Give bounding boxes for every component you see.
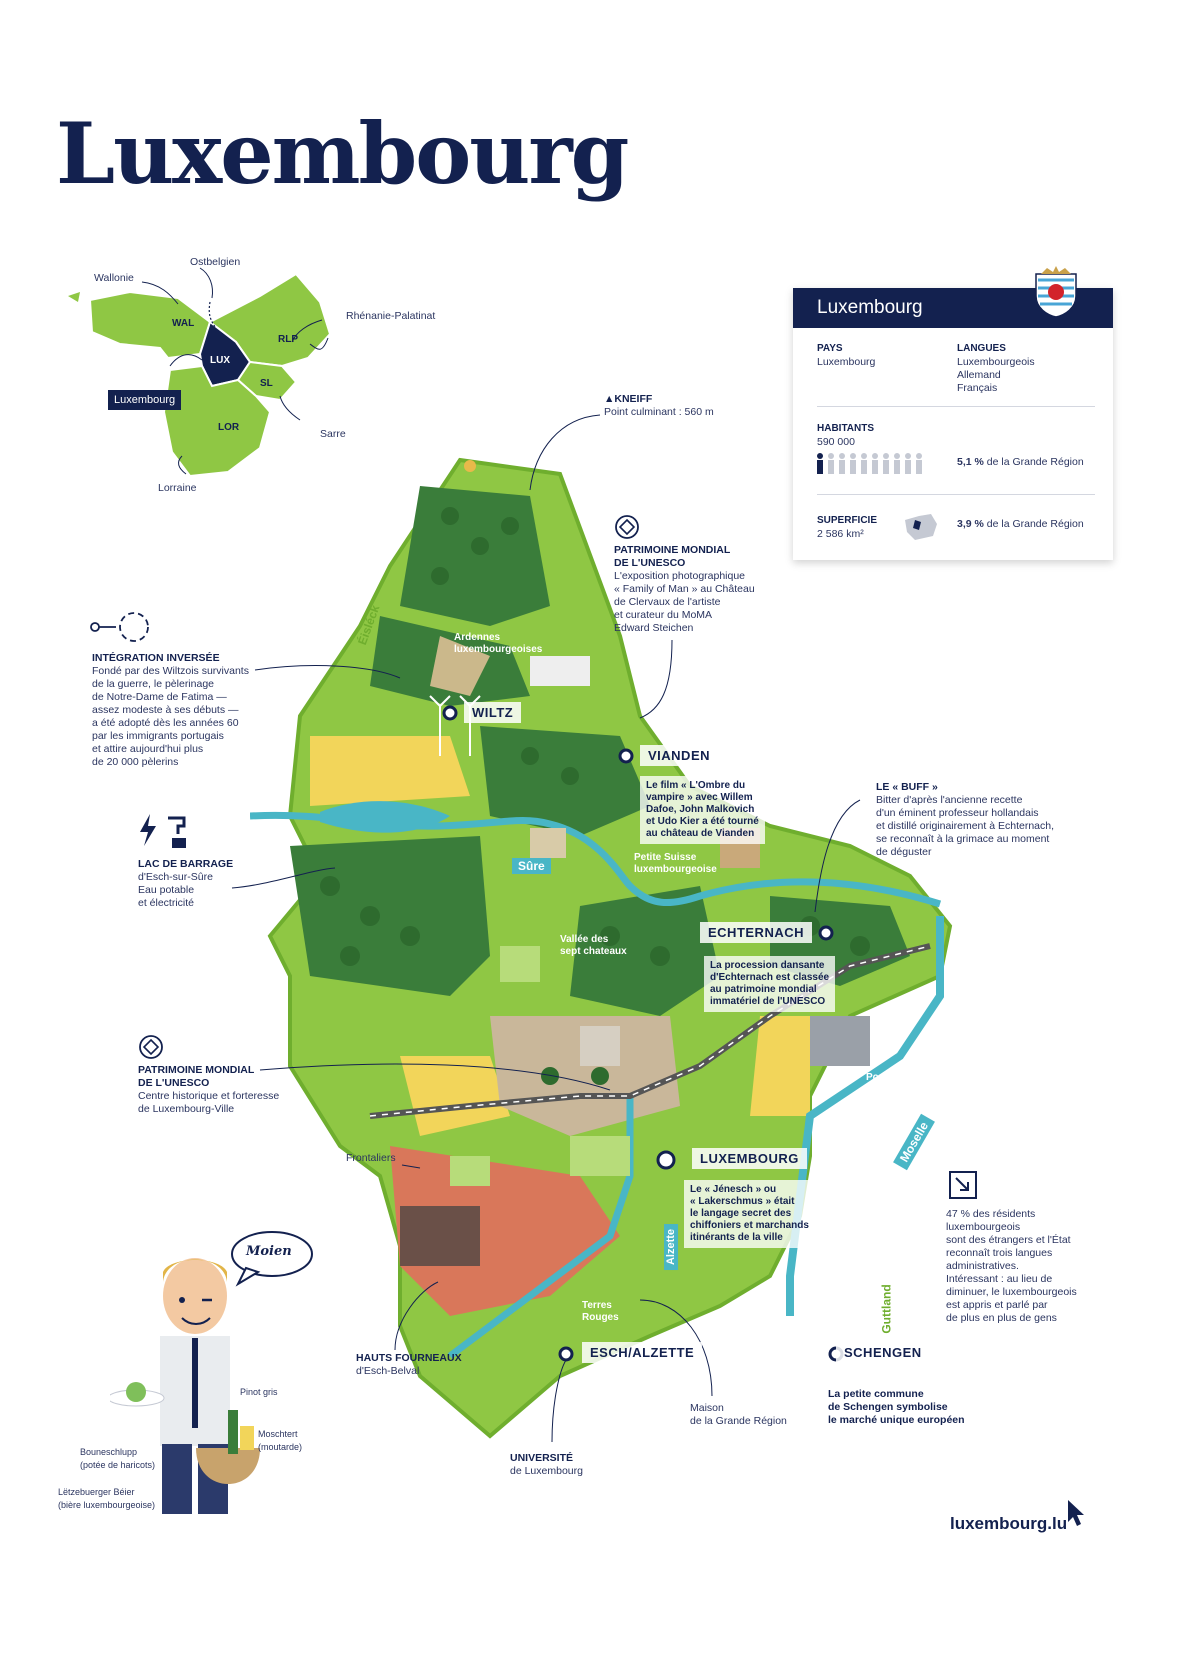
label-sarre: Sarre	[320, 428, 346, 440]
region-wal	[88, 290, 212, 360]
info-box-header: Luxembourg	[793, 288, 1113, 328]
port-mertert	[810, 1016, 870, 1066]
field-wiltz	[310, 736, 470, 806]
code-rlp: RLP	[278, 334, 298, 345]
langue-3: Français	[957, 382, 998, 394]
habitants-share: 5,1 % de la Grande Région	[957, 456, 1084, 468]
code-lux: LUX	[210, 355, 230, 366]
code-lor: LOR	[218, 422, 240, 433]
label-rhenanie: Rhénanie-Palatinat	[346, 310, 436, 322]
regions-map: WAL RLP LUX SL LOR	[68, 267, 332, 478]
langue-1: Luxembourgeois	[957, 356, 1035, 368]
tie	[192, 1338, 198, 1428]
callout-maison: Maison de la Grande Région	[690, 1402, 787, 1427]
mustard-jar	[240, 1426, 254, 1450]
city-wiltz: WILTZ	[464, 702, 522, 723]
label-pinot: Pinot gris	[240, 1387, 278, 1397]
city-luxembourg: LUXEMBOURG	[692, 1148, 807, 1169]
cursor-icon	[1068, 1500, 1084, 1526]
city-echternach: ECHTERNACH	[700, 922, 812, 943]
region-lor	[162, 364, 272, 478]
label-luxembourg-tag: Luxembourg	[108, 390, 182, 410]
forest-mullerthal	[570, 886, 720, 1016]
coat-of-arms-icon	[1035, 266, 1077, 318]
callout-schengen: La petite commune de Schengen symbolise …	[828, 1388, 965, 1426]
pays-label: PAYS	[817, 343, 843, 354]
forest-west	[290, 836, 490, 996]
cathedral	[580, 1026, 620, 1066]
callout-residents: 47 % des résidents luxembourgeois sont d…	[946, 1208, 1077, 1324]
brand-link[interactable]: luxembourg.lu	[950, 1514, 1068, 1533]
field-moselle	[750, 1016, 810, 1116]
langues-label: LANGUES	[957, 343, 1006, 354]
callout-hauts-fourneaux: HAUTS FOURNEAUX d'Esch-Belval	[356, 1352, 462, 1377]
callout-integration: INTÉGRATION INVERSÉE Fondé par des Wiltz…	[92, 652, 249, 768]
lake-esch	[320, 801, 450, 833]
highway	[369, 943, 931, 1119]
callout-buff: LE « BUFF » Bitter d'après l'ancienne re…	[876, 781, 1055, 858]
forest-north	[400, 486, 550, 626]
speech-text: Moien	[246, 1244, 292, 1259]
hiker-icon	[464, 460, 476, 472]
label-lorraine: Lorraine	[158, 482, 197, 494]
label-bouneschlupp: Bouneschlupp(potée de haricots)	[80, 1447, 156, 1470]
info-box: Luxembourg PAYS Luxembourg LANGUES Luxem…	[793, 266, 1113, 560]
pays-value: Luxembourg	[817, 356, 876, 368]
callout-universite: UNIVERSITÉ de Luxembourg	[510, 1452, 583, 1477]
face	[163, 1258, 227, 1334]
city-vianden: VIANDEN	[640, 745, 719, 766]
unesco-icon-2	[139, 1035, 163, 1059]
character-illustration	[110, 1258, 260, 1514]
wine-bottle	[228, 1410, 238, 1454]
page-title: Luxembourg	[56, 104, 629, 203]
label-beier: Lëtzebuerger Béier(bière luxembourgeoise…	[58, 1487, 156, 1510]
label-moschtert: Moschtert(moutarde)	[258, 1429, 303, 1452]
city-schengen: SCHENGEN	[836, 1342, 930, 1363]
label-ostbelgien: Ostbelgien	[190, 256, 241, 268]
code-wal: WAL	[172, 318, 194, 329]
habitants-value: 590 000	[817, 436, 855, 448]
area-map-icon	[905, 514, 937, 540]
langue-2: Allemand	[957, 369, 1001, 381]
habitants-label: HABITANTS	[817, 423, 875, 434]
label-sure: Sûre	[512, 858, 551, 874]
city-esch: ESCH/ALZETTE	[582, 1342, 703, 1363]
castle-icon	[530, 828, 566, 858]
code-sl: SL	[260, 378, 273, 389]
river-moselle	[786, 916, 944, 1316]
sign-icon	[949, 1171, 977, 1199]
callout-lac: LAC DE BARRAGE d'Esch-sur-Sûre Eau potab…	[138, 858, 234, 909]
population-people-icon	[817, 453, 922, 474]
wiltz-clearing	[430, 636, 490, 696]
power-water-icon	[140, 814, 186, 848]
integration-icon	[90, 612, 149, 642]
label-alzette: Alzette	[664, 1223, 679, 1271]
callout-unesco-clervaux: PATRIMOINE MONDIAL DE L'UNESCO L'exposit…	[614, 544, 755, 634]
callout-kneiff: ▲KNEIFF Point culminant : 560 m	[604, 393, 714, 418]
label-wallonie: Wallonie	[94, 272, 134, 284]
blast-furnace	[400, 1206, 480, 1266]
label-gutland: Guttland	[879, 1284, 894, 1334]
vianden-castle	[530, 656, 590, 686]
callout-frontaliers: Frontaliers	[346, 1152, 396, 1164]
superficie-share: 3,9 % de la Grande Région	[957, 518, 1084, 530]
callout-unesco-luxville: PATRIMOINE MONDIAL DE L'UNESCO Centre hi…	[138, 1064, 280, 1115]
superficie-label: SUPERFICIE	[817, 515, 878, 526]
superficie-value: 2 586 km²	[817, 528, 864, 540]
basket	[196, 1448, 260, 1484]
unesco-icon	[615, 515, 639, 539]
